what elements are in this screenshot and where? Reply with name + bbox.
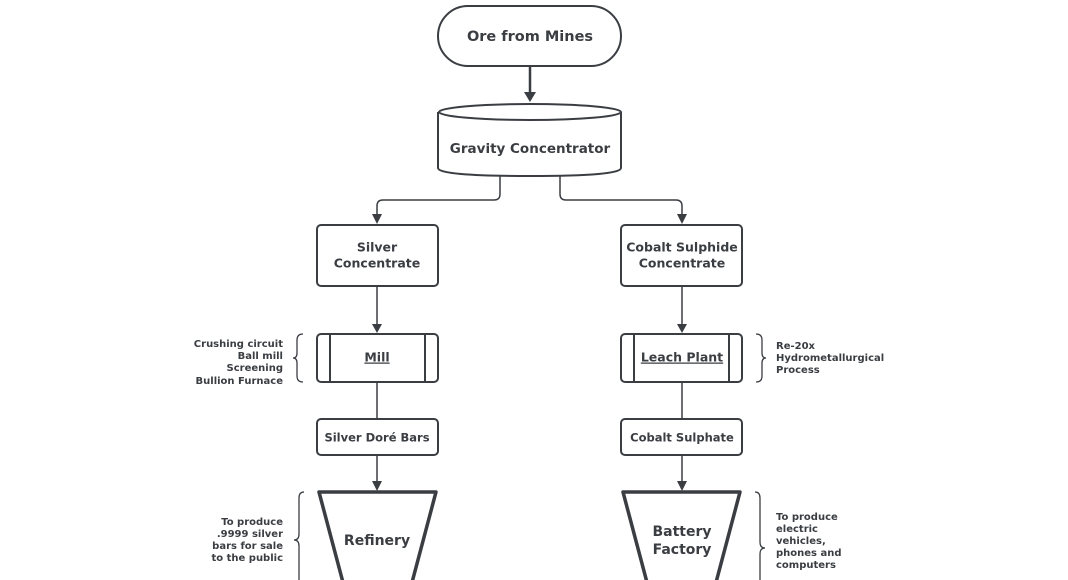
node-cobalt-sulphate[interactable]: Cobalt Sulphate xyxy=(620,418,743,456)
node-silver-concentrate[interactable]: Silver Concentrate xyxy=(316,224,439,287)
node-label-line: Factory xyxy=(653,542,712,558)
annotation-line: Ball mill xyxy=(238,351,283,362)
annotation-line: Hydrometallurgical xyxy=(776,353,884,364)
arrowhead xyxy=(677,324,687,333)
node-label: Ore from Mines xyxy=(467,29,593,45)
annotation-line: To produce xyxy=(776,512,838,523)
node-mill[interactable]: Mill xyxy=(316,333,439,383)
arrowhead xyxy=(677,214,687,224)
annotation-line: Re-20x xyxy=(776,341,816,352)
predefined-process-shape xyxy=(316,333,439,383)
node-label: Cobalt Sulphate xyxy=(630,431,734,445)
annotation-line: to the public xyxy=(211,553,283,564)
node-label: Refinery xyxy=(344,533,410,549)
node-label-line: Battery xyxy=(652,524,711,540)
node-label: Gravity Concentrator xyxy=(450,141,611,157)
annotation-refinery: To produce .9999 silver bars for sale to… xyxy=(211,491,305,580)
annotation-mill: Crushing circuit Ball mill Screening Bul… xyxy=(194,333,304,387)
predefined-process-shape xyxy=(620,333,743,383)
node-label: Leach Plant xyxy=(641,350,723,365)
annotation-leach: Re-20x Hydrometallurgical Process xyxy=(755,333,884,383)
node-label: Silver Doré Bars xyxy=(324,431,429,445)
node-leach-plant[interactable]: Leach Plant xyxy=(620,333,743,383)
brace-left xyxy=(292,333,304,383)
terminator-shape xyxy=(437,5,622,67)
manual-operation-shape xyxy=(621,490,742,580)
annotation-line: Bullion Furnace xyxy=(196,376,284,387)
annotation-line: computers xyxy=(776,560,836,571)
manual-operation-shape xyxy=(317,490,438,580)
process-shape xyxy=(620,418,743,456)
node-label-line: Concentrate xyxy=(334,256,420,271)
arrowhead xyxy=(677,481,687,491)
annotation-line: .9999 silver xyxy=(217,529,283,540)
process-shape xyxy=(620,224,743,287)
arrowhead xyxy=(524,92,536,102)
node-label-line: Cobalt Sulphide xyxy=(626,240,738,255)
annotation-line: electric xyxy=(776,524,818,535)
node-label: Mill xyxy=(364,350,389,365)
annotation-battery: To produce electric vehicles, phones and… xyxy=(754,491,842,580)
edge-gravity-to-cobalt-concentrate xyxy=(559,176,683,222)
brace-left xyxy=(293,491,305,580)
brace-right xyxy=(754,491,766,580)
node-label-line: Silver xyxy=(357,240,398,255)
arrowhead xyxy=(372,324,382,333)
cylinder-top xyxy=(438,103,622,121)
node-silver-dore-bars[interactable]: Silver Doré Bars xyxy=(316,418,439,456)
annotation-line: vehicles, xyxy=(776,536,826,547)
node-ore-from-mines[interactable]: Ore from Mines xyxy=(437,5,622,67)
annotation-line: bars for sale xyxy=(212,541,283,552)
node-refinery[interactable]: Refinery xyxy=(317,490,438,580)
annotation-line: To produce xyxy=(221,517,283,528)
process-shape xyxy=(316,418,439,456)
process-shape xyxy=(316,224,439,287)
arrowhead xyxy=(372,214,382,224)
node-label-line: Concentrate xyxy=(639,256,725,271)
annotation-line: phones and xyxy=(776,548,842,559)
arrowhead xyxy=(372,481,382,491)
node-gravity-concentrator[interactable]: Gravity Concentrator xyxy=(437,103,622,178)
node-battery-factory[interactable]: Battery Factory xyxy=(621,490,742,580)
cylinder-body xyxy=(437,112,622,178)
brace-right xyxy=(755,333,767,383)
node-cobalt-sulphide-concentrate[interactable]: Cobalt Sulphide Concentrate xyxy=(620,224,743,287)
edge-gravity-to-silver-concentrate xyxy=(376,176,501,222)
annotation-line: Process xyxy=(776,365,820,376)
annotation-line: Crushing circuit xyxy=(194,339,283,350)
annotation-line: Screening xyxy=(227,363,283,374)
